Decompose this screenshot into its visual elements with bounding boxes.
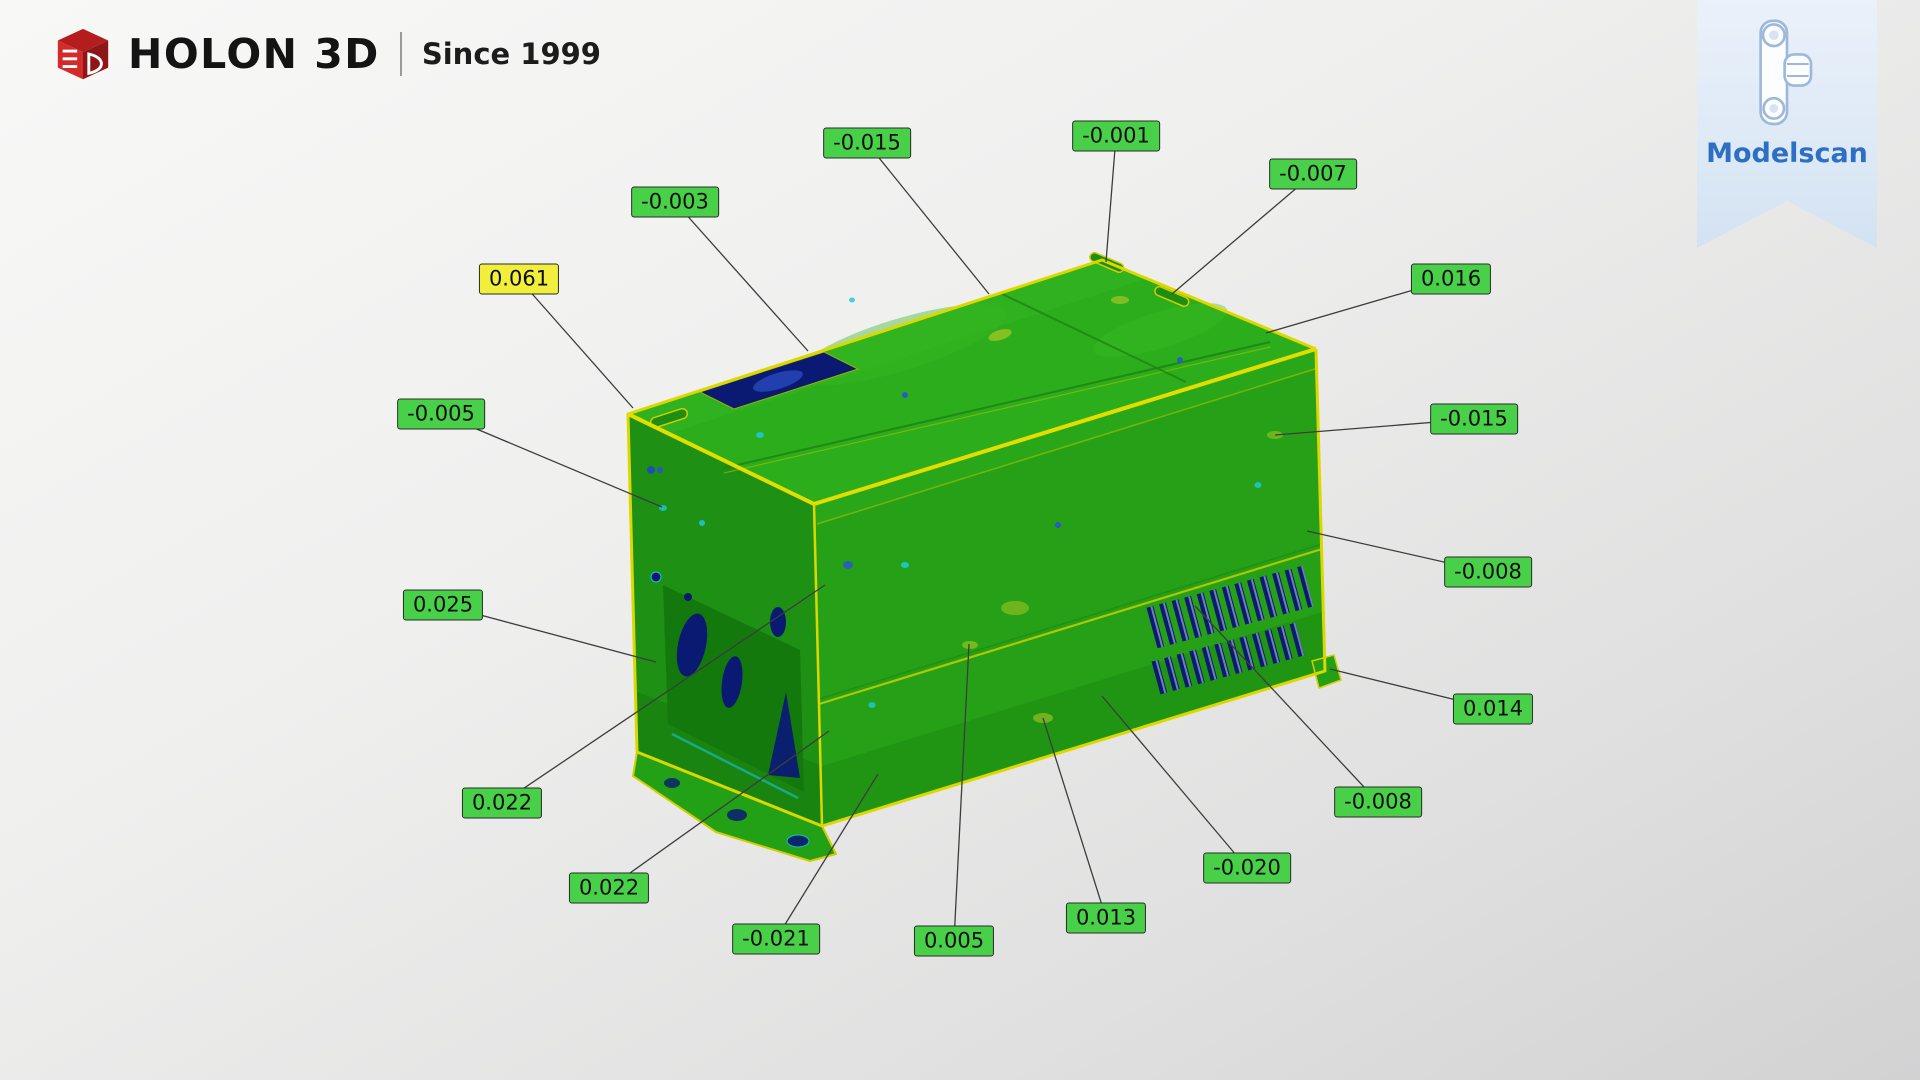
deviation-label[interactable]: -0.005 <box>397 398 485 430</box>
tagline: Since 1999 <box>421 37 601 71</box>
leader-line <box>1194 605 1379 803</box>
leader-line <box>608 730 830 889</box>
base-flange <box>632 654 1342 862</box>
deviation-label[interactable]: 0.013 <box>1065 902 1147 934</box>
deviation-label[interactable]: 0.022 <box>568 872 650 904</box>
right-face-details <box>814 349 1325 826</box>
leader-line <box>866 142 990 295</box>
header: HOLON 3D Since 1999 <box>52 26 601 82</box>
leader-line <box>674 201 809 352</box>
deviation-label[interactable]: 0.016 <box>1410 263 1492 295</box>
top-face-details <box>628 251 1271 474</box>
leader-line <box>775 773 879 940</box>
vent-grille <box>1146 565 1314 695</box>
leader-line <box>1101 695 1248 869</box>
leader-lines-layer <box>440 135 1494 942</box>
surface-speckles <box>657 296 1283 723</box>
deviation-label[interactable]: -0.001 <box>1072 120 1160 152</box>
brand-name: HOLON 3D <box>128 30 380 78</box>
deviation-label[interactable]: 0.022 <box>461 787 543 819</box>
left-face-details <box>637 466 822 826</box>
deviation-label[interactable]: -0.020 <box>1203 852 1291 884</box>
deviation-label[interactable]: 0.005 <box>913 925 995 957</box>
model-right-face <box>814 349 1325 826</box>
corner-foot <box>1311 654 1342 689</box>
deviation-label[interactable]: -0.015 <box>1430 403 1518 435</box>
deviation-label[interactable]: -0.007 <box>1269 158 1357 190</box>
holon-logo-icon <box>57 28 109 80</box>
model-top-face <box>628 260 1316 504</box>
deviation-label[interactable]: -0.021 <box>732 923 820 955</box>
deviation-label[interactable]: -0.003 <box>631 186 719 218</box>
leader-line <box>518 278 634 409</box>
leader-line <box>1105 135 1117 263</box>
leader-line <box>440 413 663 508</box>
product-name: Modelscan <box>1706 138 1868 169</box>
leader-line <box>953 643 970 942</box>
deviation-label[interactable]: -0.008 <box>1444 556 1532 588</box>
brand: HOLON 3D <box>52 26 380 82</box>
model-edges <box>626 258 1327 828</box>
deviation-label[interactable]: -0.008 <box>1334 786 1422 818</box>
leader-line <box>1171 173 1314 295</box>
scan-model <box>626 251 1342 862</box>
header-divider <box>399 32 402 76</box>
deviation-label[interactable]: -0.015 <box>823 127 911 159</box>
leader-line <box>501 584 826 804</box>
deviation-label[interactable]: 0.061 <box>478 263 560 295</box>
3d-scanner-icon <box>1759 19 1813 126</box>
deviation-label[interactable]: 0.014 <box>1452 693 1534 725</box>
leader-line <box>1042 717 1107 919</box>
deviation-label[interactable]: 0.025 <box>402 589 484 621</box>
